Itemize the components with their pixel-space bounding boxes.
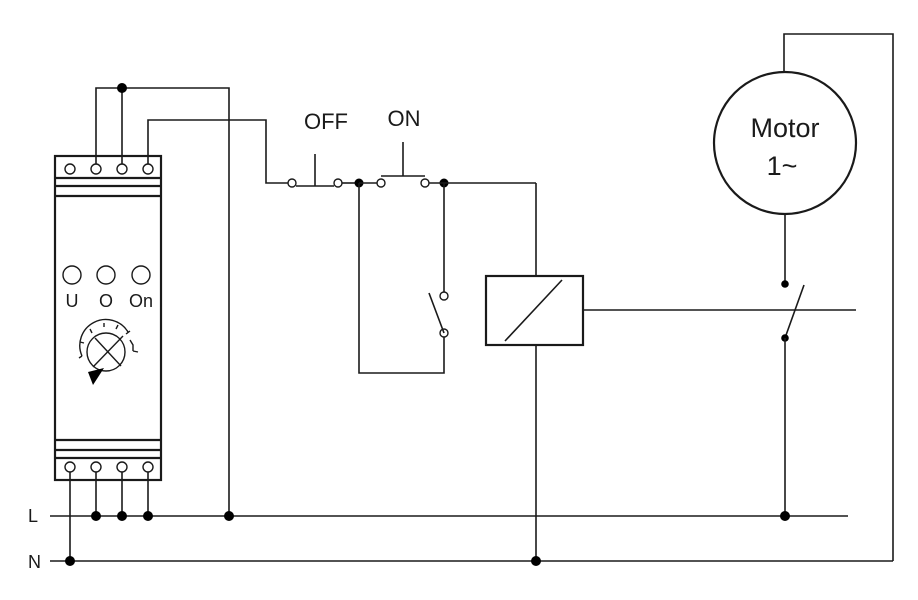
- motor-icon: [712, 70, 858, 216]
- led-o-label: O: [99, 291, 113, 311]
- junction-dot: [117, 83, 127, 93]
- terminal-top-1: [64, 163, 76, 175]
- led-on-label: On: [129, 291, 153, 311]
- motor-label: Motor: [750, 113, 819, 143]
- motor-phase-label: 1~: [767, 151, 798, 181]
- led-u-indicator: [62, 265, 82, 285]
- live-label: L: [28, 506, 38, 526]
- junction-dot: [143, 511, 153, 521]
- junction-dot: [91, 511, 101, 521]
- junction-dot: [117, 511, 127, 521]
- led-u-label: U: [66, 291, 79, 311]
- supply-rails: L N: [28, 506, 893, 572]
- terminal-top-4: [142, 163, 154, 175]
- junction-dot: [224, 511, 234, 521]
- on-button-label: ON: [388, 106, 421, 131]
- led-o-indicator: [96, 265, 116, 285]
- holding-contact: [358, 183, 449, 374]
- push-buttons: OFF ON: [287, 106, 536, 188]
- on-button-icon: [376, 142, 430, 188]
- junctions: [65, 83, 790, 566]
- relay-coil: [484, 183, 856, 566]
- junction-dot: [531, 556, 541, 566]
- terminal-bottom-1: [64, 461, 76, 473]
- timer-module: U O On: [53, 154, 163, 482]
- terminal-bottom-4: [142, 461, 154, 473]
- off-button-label: OFF: [304, 109, 348, 134]
- terminal-bottom-3: [116, 461, 128, 473]
- timer-wiring: [69, 87, 292, 561]
- motor: Motor 1~: [712, 33, 894, 561]
- timer-body: [53, 154, 163, 482]
- junction-dot: [65, 556, 75, 566]
- junction-dot: [780, 511, 790, 521]
- off-button-icon: [287, 154, 343, 188]
- terminal-bottom-2: [90, 461, 102, 473]
- knob-icon: [78, 318, 139, 385]
- neutral-label: N: [28, 552, 41, 572]
- terminal-top-3: [116, 163, 128, 175]
- led-on-indicator: [131, 265, 151, 285]
- terminal-top-2: [90, 163, 102, 175]
